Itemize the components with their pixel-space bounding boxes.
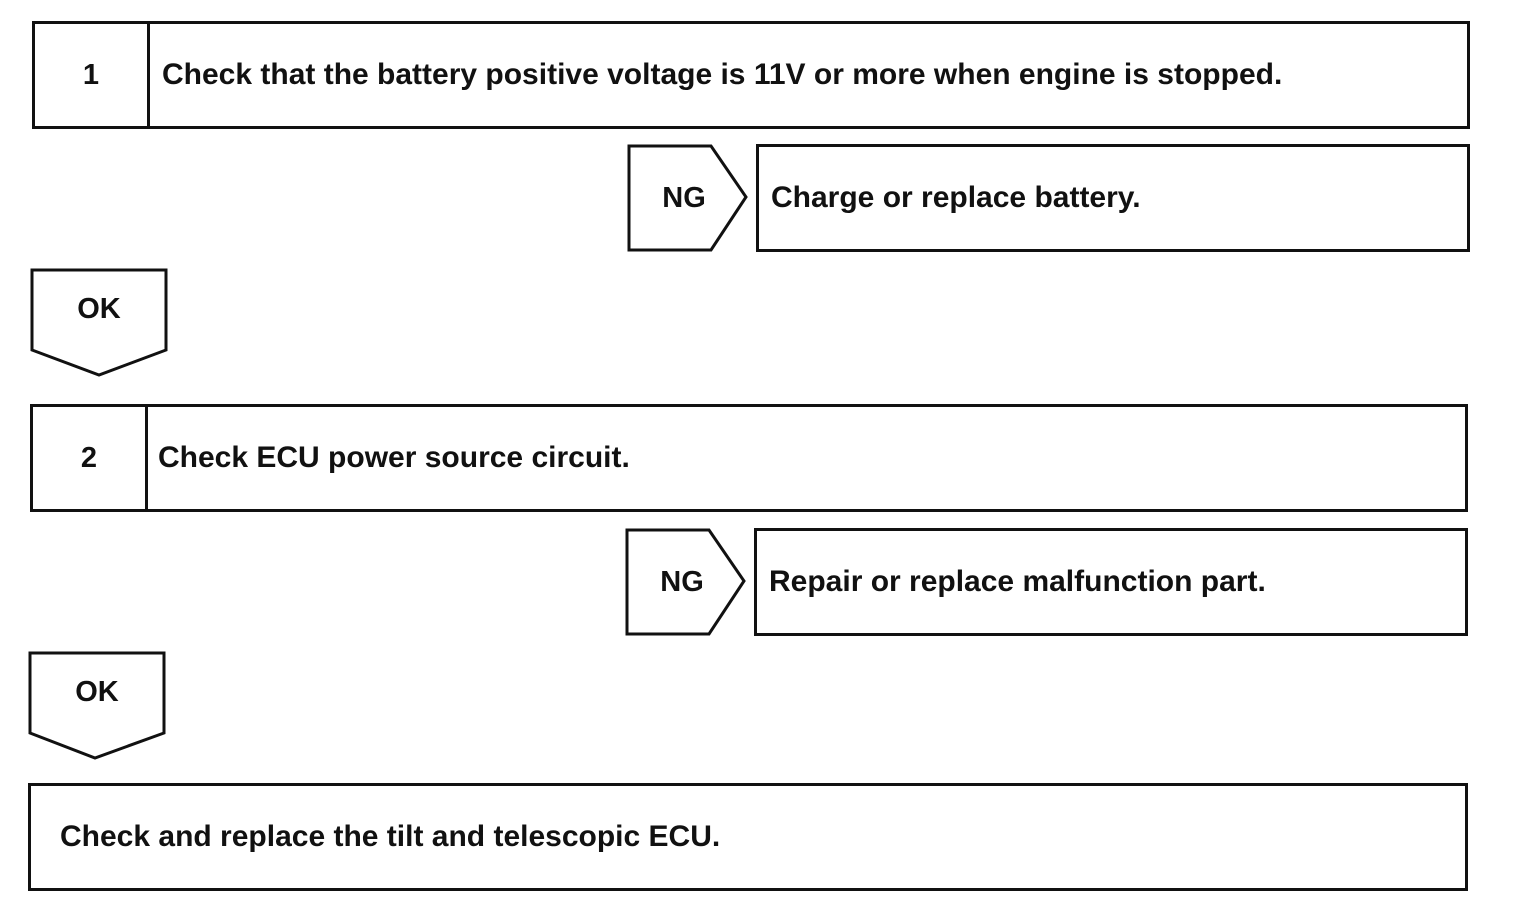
ng-label-2: NG [660, 565, 704, 598]
ng-label-1: NG [662, 181, 706, 214]
step-2-text: Check ECU power source circuit. [158, 441, 630, 474]
ok-arrow-1 [30, 268, 168, 377]
ng-action-2-text: Repair or replace malfunction part. [769, 565, 1266, 598]
step-1-box: 1 Check that the battery positive voltag… [32, 21, 1470, 129]
ng-action-1-text: Charge or replace battery. [771, 181, 1141, 214]
step-2-box: 2 Check ECU power source circuit. [30, 404, 1468, 512]
final-action-box: Check and replace the tilt and telescopi… [28, 783, 1468, 891]
ng-action-1-box: Charge or replace battery. [756, 144, 1470, 252]
ng-action-2-box: Repair or replace malfunction part. [754, 528, 1468, 636]
step-1-text: Check that the battery positive voltage … [162, 58, 1283, 91]
step-1-number: 1 [35, 24, 150, 126]
ok-label-1: OK [77, 292, 121, 325]
ok-arrow-2 [28, 651, 166, 760]
ng-arrow-2 [625, 528, 746, 636]
ng-arrow-1 [627, 144, 748, 252]
ok-label-2: OK [75, 675, 119, 708]
step-2-number: 2 [33, 407, 148, 509]
final-action-text: Check and replace the tilt and telescopi… [60, 820, 721, 853]
